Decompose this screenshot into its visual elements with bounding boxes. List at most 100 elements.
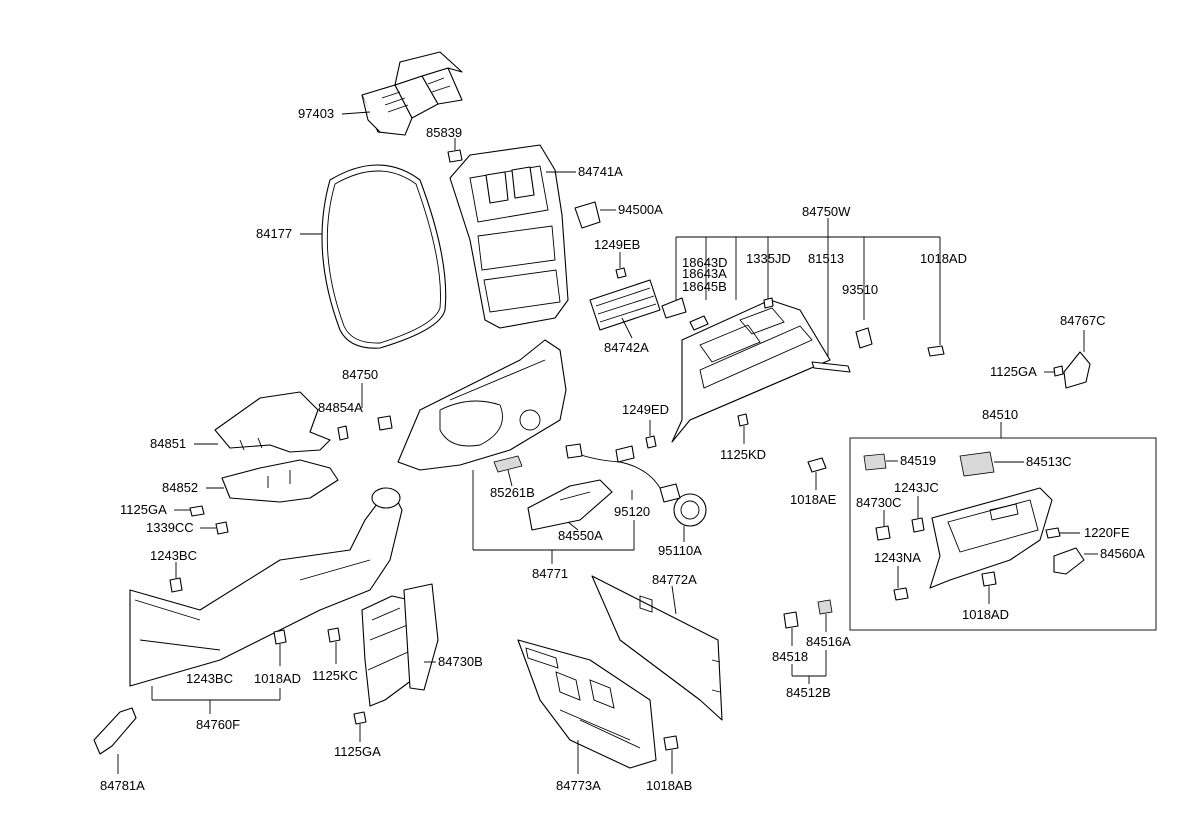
part-84513C-pad — [959, 451, 995, 477]
part-1018AE-screw — [807, 457, 827, 473]
part-84516A-pad — [817, 599, 833, 615]
label-1339CC: 1339CC — [146, 520, 194, 535]
part-84730B-bracket — [361, 583, 439, 707]
label-1018AE: 1018AE — [790, 492, 837, 507]
part-1018AB-screw — [663, 735, 679, 751]
label-1243NA: 1243NA — [874, 550, 921, 565]
part-1018AD-screw-top — [927, 345, 945, 357]
label-84519: 84519 — [900, 453, 936, 468]
label-1125KC: 1125KC — [312, 668, 358, 683]
part-18643-switch — [661, 297, 687, 319]
part-1335JD-nut — [763, 297, 774, 309]
part-84854A-clip-b — [377, 415, 393, 431]
label-1125GA-a: 1125GA — [990, 364, 1037, 379]
label-84510: 84510 — [982, 407, 1018, 422]
label-1243JC: 1243JC — [894, 480, 939, 495]
part-84177-panel — [321, 164, 447, 349]
part-1249ED-screw — [645, 435, 657, 449]
label-85839: 85839 — [426, 125, 462, 140]
label-93510: 93510 — [842, 282, 878, 297]
label-84854A: 84854A — [318, 400, 363, 415]
part-85839-clip — [447, 149, 463, 163]
label-84750: 84750 — [342, 367, 378, 382]
label-84513C: 84513C — [1026, 454, 1072, 469]
label-84741A: 84741A — [578, 164, 623, 179]
leader-97403 — [341, 111, 371, 115]
part-1220FE-screw — [1045, 527, 1061, 539]
part-84741A-bezel — [449, 144, 569, 329]
label-1018AD-top: 1018AD — [920, 251, 967, 266]
label-1249EB: 1249EB — [594, 237, 640, 252]
part-84767C-bracket — [1063, 351, 1091, 389]
part-84760F-panel — [129, 487, 403, 687]
part-84519-pad — [863, 453, 887, 471]
label-84767C: 84767C — [1060, 313, 1106, 328]
part-84773A-panel — [517, 639, 657, 769]
leader-84550A — [567, 521, 579, 531]
part-1243NA-screw — [893, 587, 909, 601]
part-84772A-panel — [591, 575, 723, 721]
label-84730B: 84730B — [438, 654, 483, 669]
label-1125GA-b: 1125GA — [120, 502, 167, 517]
leader-84512B-bracket — [791, 650, 827, 684]
label-84750W: 84750W — [802, 204, 851, 219]
part-1339CC-nut — [215, 521, 229, 535]
group-84510-box — [849, 437, 1157, 631]
label-1018AD-left: 1018AD — [254, 671, 301, 686]
label-84730C: 84730C — [856, 495, 902, 510]
leader-84750W-tree — [675, 218, 941, 360]
part-84750W-housing — [671, 299, 831, 443]
label-84560A: 84560A — [1100, 546, 1145, 561]
label-1335JD: 1335JD — [746, 251, 791, 266]
label-84512B: 84512B — [786, 685, 831, 700]
part-85261B-pad — [493, 455, 523, 473]
part-84730C-clip — [875, 525, 891, 541]
label-84550A: 84550A — [558, 528, 603, 543]
part-1125GA-screw-b — [189, 505, 205, 517]
label-84177: 84177 — [256, 226, 292, 241]
label-1220FE: 1220FE — [1084, 525, 1130, 540]
label-97403: 97403 — [298, 106, 334, 121]
part-1125KC-screw — [327, 627, 341, 643]
part-1018AD-screw-box — [981, 571, 997, 587]
leader-85261B — [507, 469, 513, 487]
label-18643A: 18643A — [682, 266, 727, 281]
label-84851: 84851 — [150, 436, 186, 451]
part-93510-clip — [855, 327, 873, 349]
leader-84742A — [621, 317, 633, 339]
label-95120: 95120 — [614, 504, 650, 519]
label-84518: 84518 — [772, 649, 808, 664]
label-1125KD: 1125KD — [720, 447, 766, 462]
label-84771: 84771 — [532, 566, 568, 581]
part-1125GA-screw-a — [1053, 365, 1064, 377]
part-95120-wiring — [565, 443, 661, 489]
label-84760F: 84760F — [196, 717, 240, 732]
part-1249EB-screw — [615, 267, 627, 279]
leader-84771-bracket — [472, 470, 635, 564]
part-18645B-bulb — [689, 315, 709, 331]
part-1018AD-screw-left — [273, 629, 287, 645]
part-84852-lower-cover — [221, 459, 339, 503]
part-84781A-bracket — [93, 707, 137, 755]
label-84852: 84852 — [162, 480, 198, 495]
label-84773A: 84773A — [556, 778, 601, 793]
part-84851-upper-cover — [214, 391, 331, 453]
part-84550A-tray — [527, 479, 613, 531]
part-glovebox-door — [929, 487, 1053, 589]
label-84781A: 84781A — [100, 778, 145, 793]
part-1243BC-screw-a — [169, 577, 183, 593]
part-84771-center-panel — [397, 339, 567, 471]
label-1243BC-b: 1243BC — [186, 671, 233, 686]
part-97403-air-vents — [361, 51, 463, 136]
label-84516A: 84516A — [806, 634, 851, 649]
part-84560A-handle — [1053, 547, 1085, 575]
leader-84760F-bracket — [151, 686, 281, 714]
part-95110A-lighter — [659, 483, 707, 527]
label-1243BC-a: 1243BC — [150, 548, 197, 563]
part-94500A — [574, 201, 601, 229]
label-18643D: 18643D — [682, 255, 728, 270]
part-84854A-clip-a — [337, 425, 349, 441]
part-84518-clip — [783, 611, 799, 629]
label-18645B: 18645B — [682, 279, 727, 294]
